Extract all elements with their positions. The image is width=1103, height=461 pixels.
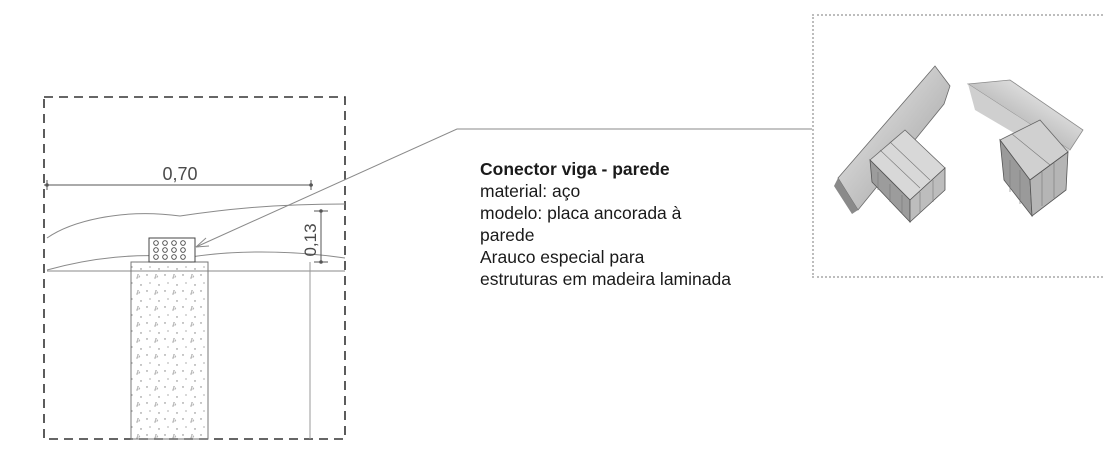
connector-3d-view-right bbox=[966, 79, 1084, 218]
leader-line bbox=[195, 128, 812, 248]
note-line-supplier-cont: estruturas em madeira laminada bbox=[480, 269, 731, 289]
detail-dotted-frame bbox=[812, 14, 1103, 278]
dimension-width bbox=[44, 180, 313, 190]
connector-note: Conector viga - parede material: aço mod… bbox=[480, 158, 800, 290]
leader-arrow bbox=[195, 237, 210, 248]
beam-top-curve bbox=[46, 203, 346, 239]
note-line-supplier: Arauco especial para bbox=[480, 247, 645, 267]
section-dashed-frame bbox=[43, 96, 346, 440]
note-line-model-cont: parede bbox=[480, 225, 535, 245]
connector-3d-view-left bbox=[834, 65, 951, 224]
note-line-material: material: aço bbox=[480, 181, 581, 201]
dimension-height bbox=[314, 209, 328, 264]
steel-plate-connector bbox=[148, 237, 196, 263]
note-line-model: modelo: placa ancorada à bbox=[480, 203, 682, 223]
dimension-width-label: 0,70 bbox=[162, 164, 197, 184]
note-title: Conector viga - parede bbox=[480, 159, 670, 179]
concrete-column bbox=[130, 261, 209, 440]
dimension-height-label: 0,13 bbox=[301, 223, 320, 256]
